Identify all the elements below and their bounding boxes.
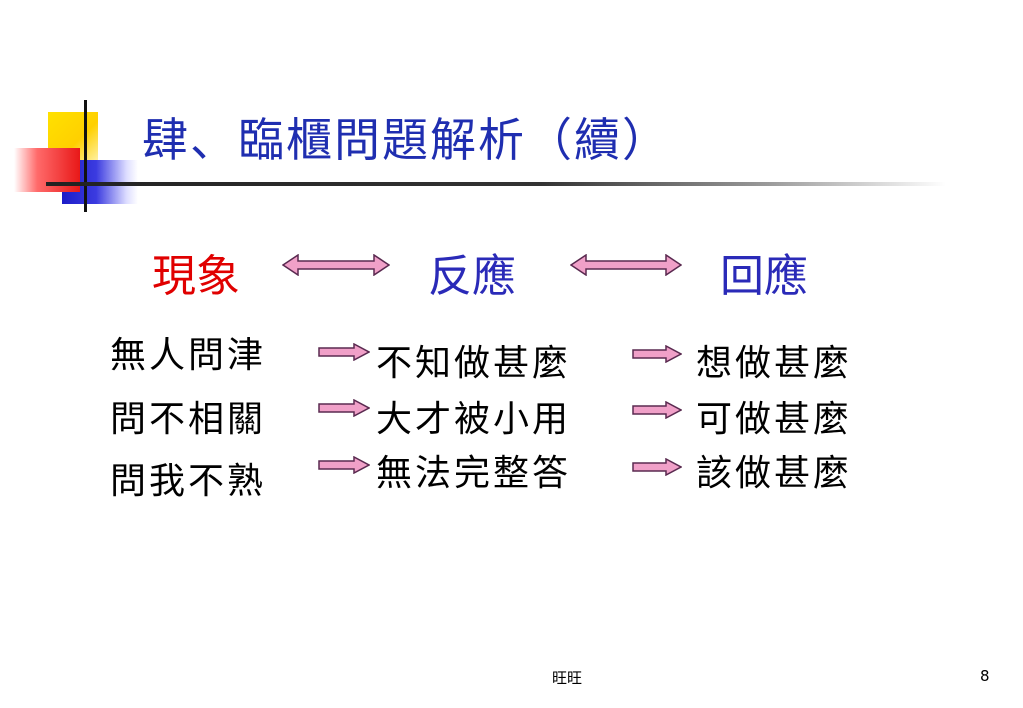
row3-response: 該做甚麼	[696, 453, 853, 494]
header-phenomenon: 現象	[152, 251, 240, 302]
arrow-right-icon	[632, 458, 682, 476]
footer-center-text: 旺旺	[552, 669, 583, 687]
row1-response: 想做甚麼	[696, 343, 853, 384]
arrow-right-icon	[632, 401, 682, 419]
row1-reaction: 不知做甚麼	[376, 343, 572, 384]
header-response: 回應	[720, 251, 808, 302]
row1-phenomenon: 無人問津	[110, 335, 267, 376]
row3-reaction: 無法完整答	[376, 453, 572, 494]
arrow-right-icon	[318, 343, 370, 361]
arrow-right-icon	[318, 399, 370, 417]
arrow-right-icon	[632, 345, 682, 363]
deco-vertical-line	[84, 100, 87, 212]
double-arrow-icon	[282, 254, 390, 276]
slide-title: 肆、臨櫃問題解析（續）	[142, 113, 670, 167]
double-arrow-icon	[570, 254, 682, 276]
title-underline	[46, 182, 946, 186]
row3-phenomenon: 問我不熟	[110, 461, 267, 502]
arrow-right-icon	[318, 456, 370, 474]
row2-phenomenon: 問不相關	[110, 399, 267, 440]
row2-reaction: 大才被小用	[376, 399, 572, 440]
row2-response: 可做甚麼	[696, 399, 853, 440]
header-reaction: 反應	[428, 251, 516, 302]
page-number: 8	[980, 667, 990, 685]
